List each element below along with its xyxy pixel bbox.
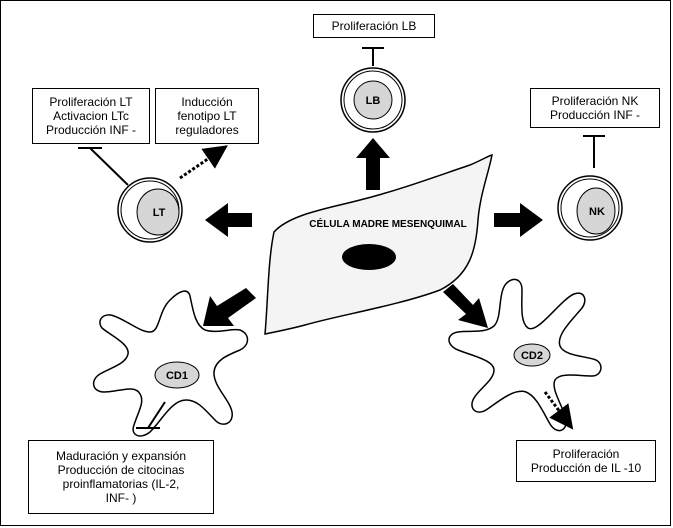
arrow-to-lt <box>205 203 252 237</box>
arrow-to-cd1 <box>203 288 256 326</box>
arrow-to-lb <box>356 138 390 190</box>
cd2-label: CD2 <box>521 350 543 362</box>
lt-induce-line-2: fenotipo LT <box>177 109 237 123</box>
cd1-dendritic-cell: CD1 <box>92 290 249 437</box>
cd2-induce-line-1: Proliferación <box>552 447 620 461</box>
cd1-inhibit-box: Maduración y expansión Producción de cit… <box>28 440 214 514</box>
inhibit-cd1-connector <box>136 401 166 429</box>
induce-cd2-arrow <box>543 391 574 430</box>
arrow-to-nk <box>494 203 543 237</box>
nk-inhibit-line-1: Proliferación NK <box>551 94 639 108</box>
nk-inhibit-line-2: Producción INF - <box>549 108 641 122</box>
cd2-dendritic-cell: CD2 <box>448 278 602 432</box>
cd1-inhibit-line-3: proinflamatorias (IL-2, <box>62 477 180 491</box>
inhibit-lb-connector <box>362 47 384 66</box>
cd1-label: CD1 <box>166 370 188 382</box>
cd2-induce-line-2: Producción de IL -10 <box>530 461 642 475</box>
lb-cell: LB <box>340 67 406 133</box>
lt-label: LT <box>153 207 166 219</box>
lt-induce-line-3: reguladores <box>175 123 239 137</box>
lt-induce-box: Inducción fenotipo LT reguladores <box>155 88 259 144</box>
nk-cell: NK <box>557 175 623 241</box>
nk-label: NK <box>589 206 605 218</box>
inhibit-nk-connector <box>583 135 605 168</box>
lt-inhibit-line-3: Producción INF - <box>45 123 137 137</box>
lb-label: LB <box>366 95 381 107</box>
lt-inhibit-box: Proliferación LT Activacion LTc Producci… <box>32 88 150 144</box>
lt-inhibit-line-2: Activacion LTc <box>53 109 129 123</box>
cd2-induce-box: Proliferación Producción de IL -10 <box>516 440 656 482</box>
lt-inhibit-line-1: Proliferación LT <box>49 95 133 109</box>
lb-effect-line-1: Proliferación LB <box>331 19 417 33</box>
nucleus <box>342 244 396 270</box>
lb-effect-box: Proliferación LB <box>313 14 435 38</box>
cd1-inhibit-line-2: Producción de citocinas <box>57 463 185 477</box>
cd1-inhibit-line-4: INF- ) <box>105 491 137 505</box>
mesenchymal-stem-cell <box>264 153 493 335</box>
lt-induce-line-1: Inducción <box>181 95 233 109</box>
induce-lt-arrow <box>179 145 228 180</box>
arrow-to-cd2 <box>443 284 488 328</box>
cd1-inhibit-line-1: Maduración y expansión <box>55 449 187 463</box>
central-cell-label: CÉLULA MADRE MESENQUIMAL <box>309 217 466 230</box>
nk-inhibit-box: Proliferación NK Producción INF - <box>530 88 660 128</box>
inhibit-lt-connector <box>78 147 129 186</box>
lt-cell: LT <box>117 177 183 243</box>
